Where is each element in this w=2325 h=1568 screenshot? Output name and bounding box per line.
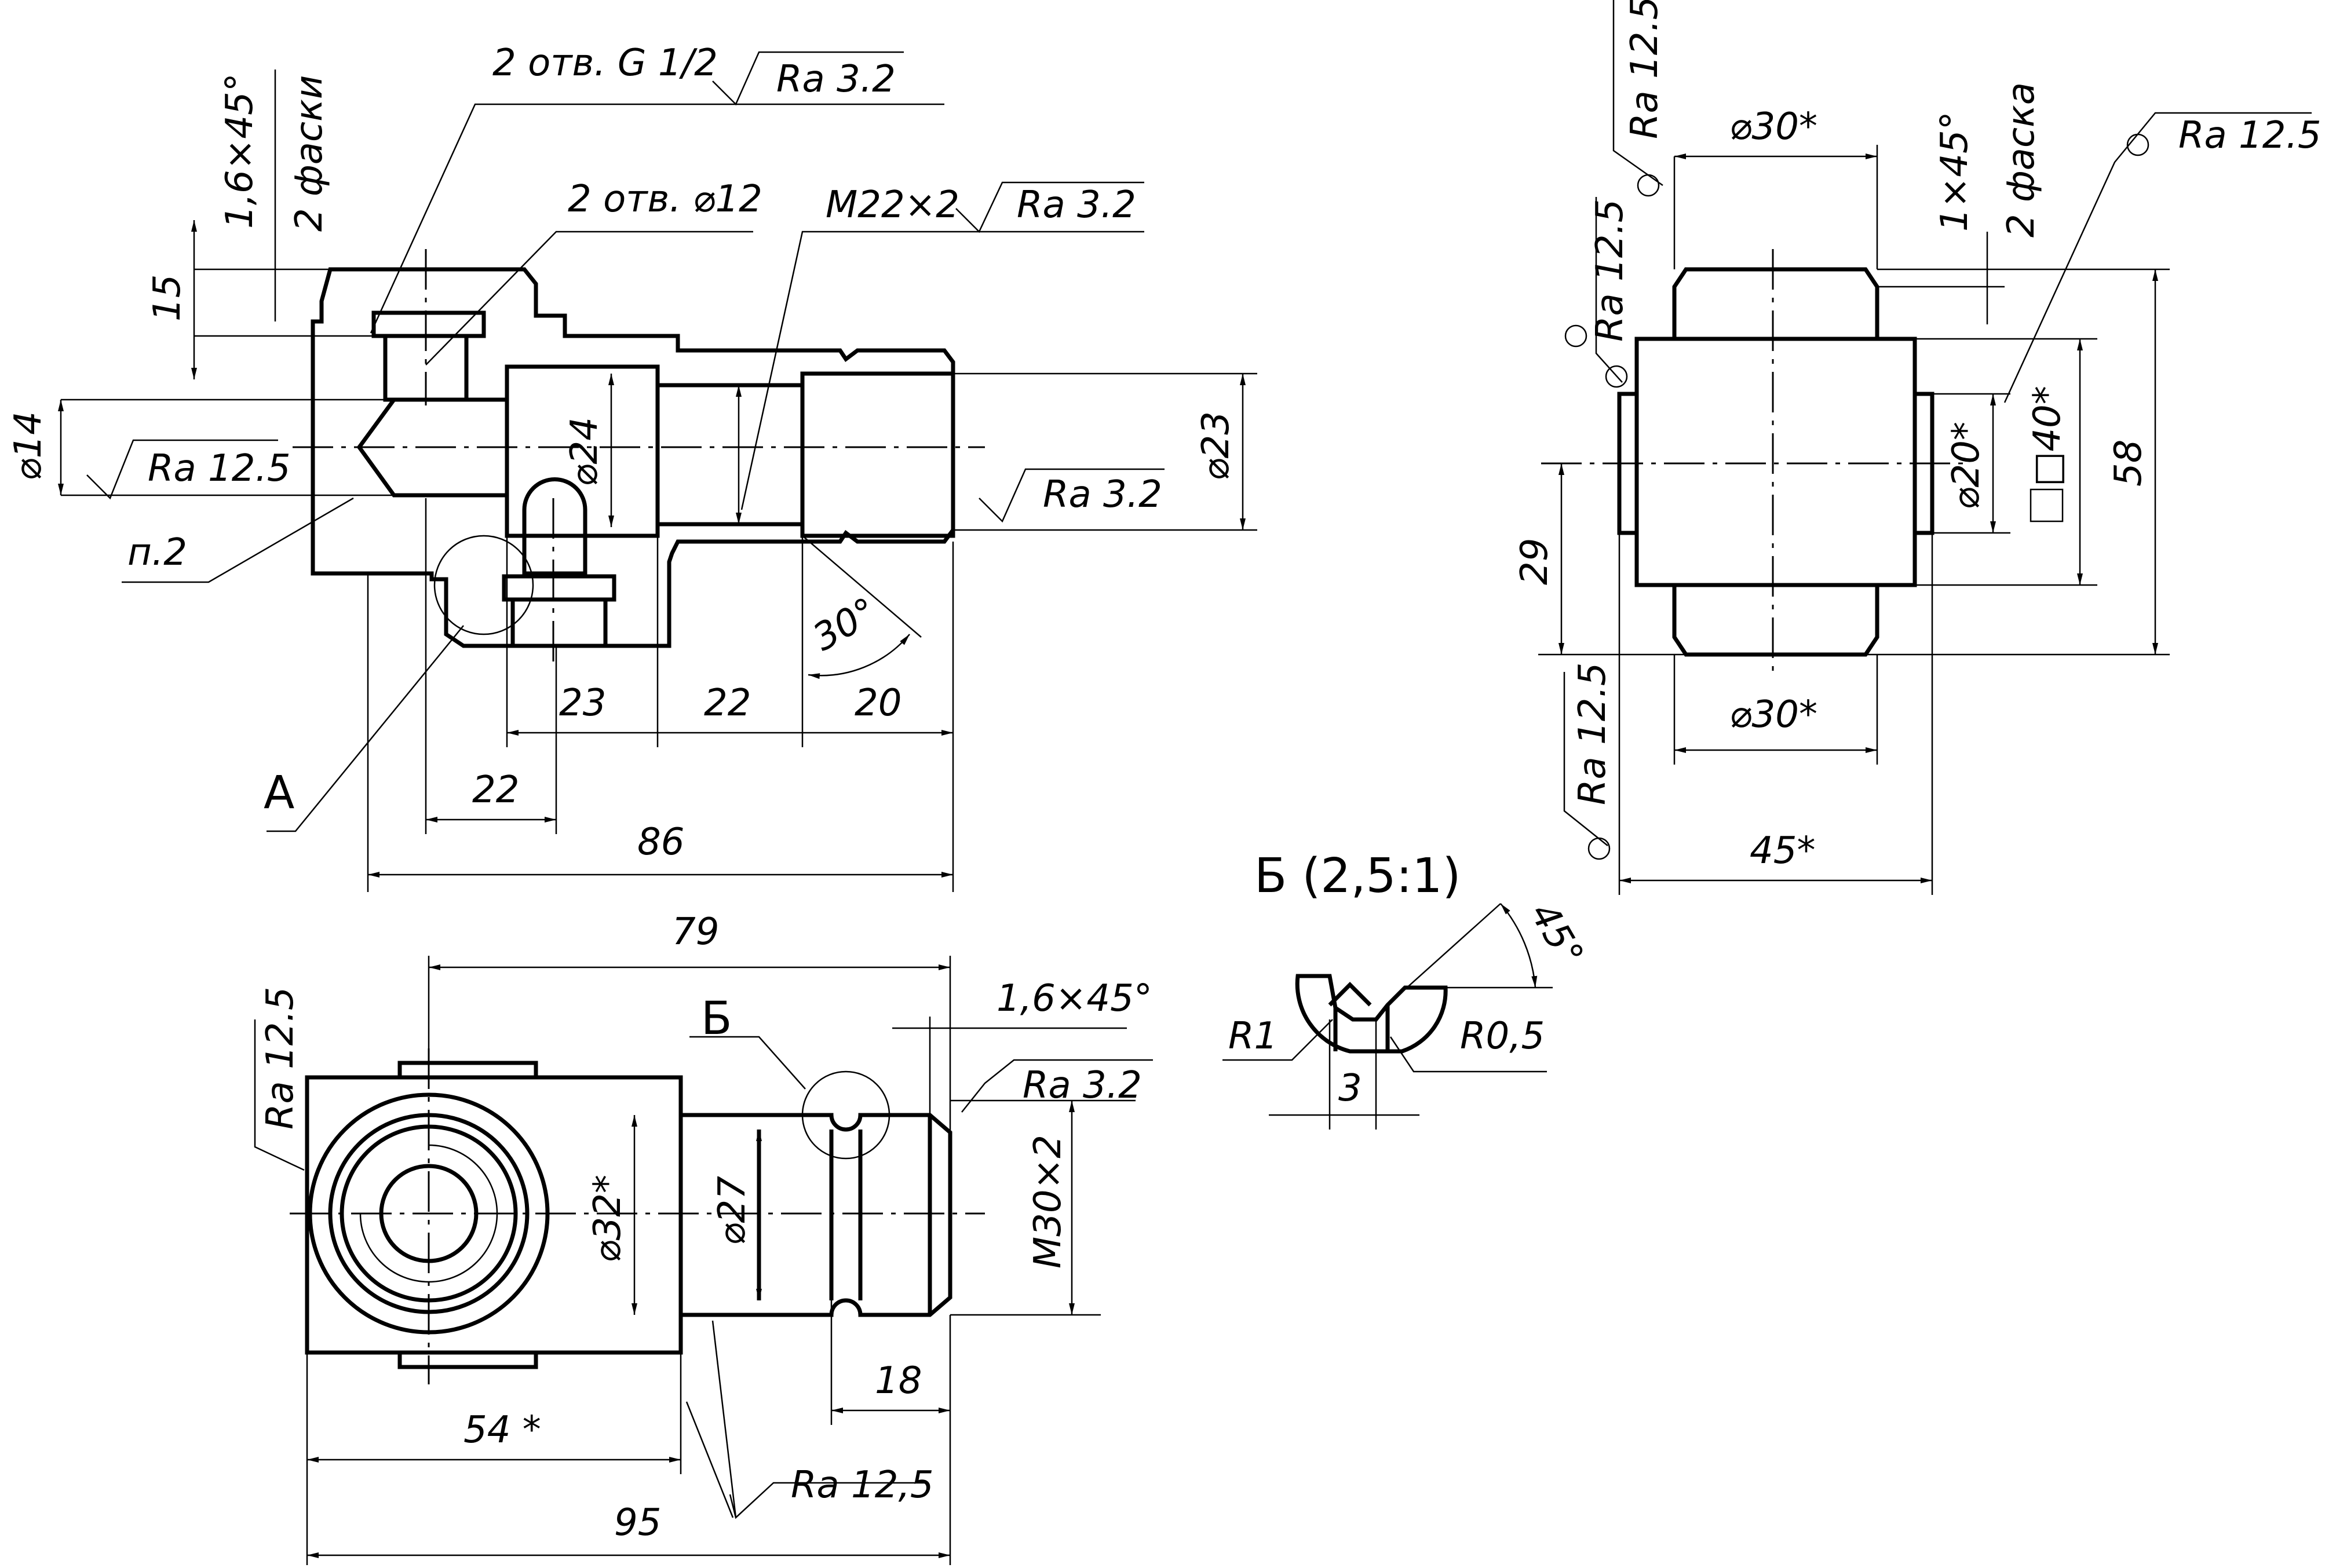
plan-dim-54: 54 * [463,1409,541,1452]
side-dim-d30-bottom: ⌀30* [1729,693,1817,736]
chamfer-label: 1,6×45° [218,73,261,229]
thread-m22-label: M22×2 [826,184,959,226]
detail-b-label: Б [701,993,732,1045]
plan-thread-m30: M30×2 [1027,1135,1070,1269]
detail-b-view: Б (2,5:1) 45° R1 R0,5 3 [1222,849,1592,1130]
chamfer-count: 2 фаски [288,75,331,232]
dim-d14: ⌀14 [7,411,50,481]
section-body [311,267,955,648]
note-p2: п.2 [127,531,187,574]
plan-dim-95: 95 [614,1501,661,1544]
holes-thread-label: 2 отв. G 1/2 [492,42,718,85]
dim-86: 86 [637,821,684,864]
dim-23: 23 [559,682,606,725]
holes-12-label: 2 отв. ⌀12 [568,178,762,221]
angle-30: 30° [806,590,884,660]
plan-dim-d27: ⌀27 [711,1176,754,1245]
side-dim-d30-top: ⌀30* [1729,105,1817,148]
bore-thread [655,383,805,527]
side-chamfer: 1×45° [1933,111,1976,232]
port-bottom [502,574,616,602]
dim-22b: 22 [472,769,519,812]
side-dim-45: 45* [1750,829,1815,872]
section-view: 2 отв. G 1/2 Ra 3.2 2 отв. ⌀12 M22×2 Ra … [7,42,1257,892]
dim-20: 20 [855,682,901,725]
detail-angle-45: 45° [1521,896,1592,974]
side-dim-sq40: □40* [2026,386,2069,487]
side-dim-58: 58 [2107,440,2150,487]
plan-view: 79 Б 1,6×45° Ra 3.2 Ra 12.5 ⌀32* ⌀27 M30… [254,911,1153,1568]
ra-12-5: Ra 12.5 [148,447,291,490]
plan-ra-12-5-bottom: Ra 12,5 [791,1464,934,1507]
ra-3-2-right: Ra 3.2 [1043,473,1162,516]
side-ra-12-5-left-upper: Ra 12.5 [1589,199,1631,342]
plan-chamfer: 1,6×45° [997,977,1152,1020]
side-ra-12-5-left-lower: Ra 12.5 [1571,662,1614,805]
plan-ra-3-2: Ra 3.2 [1023,1064,1142,1107]
view-a-label: А [264,767,294,819]
detail-title: Б (2,5:1) [1254,849,1461,904]
side-dim-29: 29 [1513,538,1556,585]
port-bottom-bore [510,597,608,648]
dim-15: 15 [146,275,189,321]
bore-m22 [800,371,955,538]
dim-79: 79 [672,911,719,953]
dim-d23: ⌀23 [1195,411,1238,481]
plan-dim-18: 18 [875,1359,922,1402]
bore-14 [356,397,509,498]
thread-m22-ra: Ra 3.2 [1017,184,1136,226]
drill-bottom [522,477,587,576]
holes-thread-ra: Ra 3.2 [776,58,896,101]
side-dim-d20: ⌀20* [1945,422,1988,510]
detail-dim-3: 3 [1338,1067,1362,1110]
side-chamfer-count: 2 фаска [2000,82,2043,237]
side-ra-12-5-right: Ra 12.5 [2178,114,2322,157]
plan-ra-12-5-left: Ra 12.5 [259,986,302,1130]
side-view: Ra 12.5 ⌀30* 1×45° 2 фаска Ra 12.5 Ra 12… [1513,0,2322,895]
plan-dim-d32: ⌀32* [586,1175,629,1263]
detail-r1: R1 [1228,1015,1278,1058]
dim-22a: 22 [704,682,751,725]
dim-d24: ⌀24 [563,417,606,487]
detail-r05: R0,5 [1460,1015,1545,1058]
side-ra-12-5-top: Ra 12.5 [1623,0,1666,139]
port-top [371,310,486,338]
